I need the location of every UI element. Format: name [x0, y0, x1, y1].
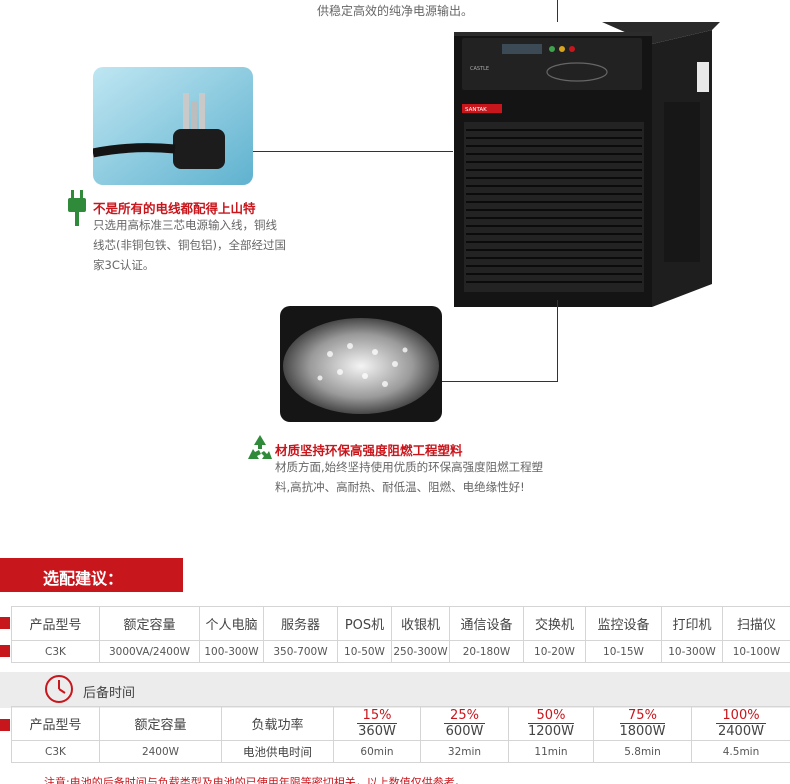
recommendation-table: 产品型号 额定容量 个人电脑 服务器 POS机 收银机 通信设备 交换机 监控设… — [11, 606, 790, 663]
ups-product-image: CASTLE SANTAK — [454, 22, 720, 307]
table-cell: 电池供电时间 — [221, 740, 334, 763]
header-cell: 服务器 — [263, 606, 338, 641]
load-percent: 15% — [356, 708, 398, 724]
table-row: C3K 3000VA/2400W 100-300W 350-700W 10-50… — [11, 640, 790, 663]
feature-text-line: 只选用高标准三芯电源输入线，铜线 — [93, 218, 277, 232]
load-watt: 360W — [358, 724, 396, 739]
plug-icon — [68, 190, 86, 226]
table-cell: 2400W — [99, 740, 222, 763]
table-header-row: 产品型号 额定容量 负载功率 15%360W 25%600W 50%1200W … — [11, 706, 790, 741]
load-cell: 50%1200W — [508, 706, 594, 741]
table-cell: 4.5min — [691, 740, 790, 763]
row-marker — [0, 617, 10, 629]
clock-icon — [45, 675, 73, 703]
recycle-icon — [248, 435, 272, 459]
table-cell: 3000VA/2400W — [99, 640, 200, 663]
table-row: C3K 2400W 电池供电时间 60min 32min 11min 5.8mi… — [11, 740, 790, 763]
load-percent: 50% — [528, 708, 574, 724]
table-cell: 250-300W — [391, 640, 450, 663]
feature-text-line: 料,高抗冲、高耐热、耐低温、阻燃、电绝缘性好! — [275, 480, 525, 494]
header-cell: POS机 — [337, 606, 392, 641]
header-cell: 额定容量 — [99, 706, 222, 741]
ups-brand-label: SANTAK — [465, 107, 487, 113]
feature-text-line: 材质方面,始终坚持使用优质的环保高强度阻燃工程塑 — [275, 460, 544, 474]
table-cell: C3K — [11, 640, 100, 663]
table-header-row: 产品型号 额定容量 个人电脑 服务器 POS机 收银机 通信设备 交换机 监控设… — [11, 606, 790, 641]
table-cell: 10-15W — [585, 640, 662, 663]
table-cell: 10-300W — [661, 640, 723, 663]
load-percent: 25% — [444, 708, 485, 724]
load-percent: 75% — [619, 708, 666, 724]
table-cell: 100-300W — [199, 640, 264, 663]
header-cell: 打印机 — [661, 606, 723, 641]
header-cell: 收银机 — [391, 606, 450, 641]
section-title: 选配建议： — [43, 569, 124, 588]
header-cell: 负载功率 — [221, 706, 334, 741]
header-cell: 产品型号 — [11, 606, 100, 641]
load-cell: 15%360W — [333, 706, 421, 741]
header-cell: 扫描仪 — [722, 606, 790, 641]
table-cell: 20-180W — [449, 640, 524, 663]
table-cell: 60min — [333, 740, 421, 763]
header-cell: 交换机 — [523, 606, 586, 641]
feature-title-cable: 不是所有的电线都配得上山特 — [93, 201, 256, 216]
backup-time-bar — [0, 672, 790, 708]
ups-series-label: CASTLE — [470, 66, 489, 72]
load-cell: 75%1800W — [593, 706, 692, 741]
load-watt: 1800W — [619, 724, 666, 739]
intro-text: 供稳定高效的纯净电源输出。 — [316, 4, 473, 18]
load-watt: 600W — [445, 724, 484, 739]
header-cell: 个人电脑 — [199, 606, 264, 641]
table-cell: 350-700W — [263, 640, 338, 663]
header-cell: 额定容量 — [99, 606, 200, 641]
callout-line — [557, 0, 558, 22]
callout-line — [253, 151, 453, 152]
load-cell: 25%600W — [420, 706, 509, 741]
row-marker — [0, 719, 10, 731]
table-cell: 5.8min — [593, 740, 692, 763]
backup-time-table: 产品型号 额定容量 负载功率 15%360W 25%600W 50%1200W … — [11, 706, 790, 763]
table-cell: C3K — [11, 740, 100, 763]
disclaimer-note: 注意:电池的后备时间与负载类型及电池的已使用年限等密切相关，以上数值仅供参考。 — [44, 776, 466, 784]
feature-text-line: 家3C认证。 — [93, 258, 155, 272]
header-cell: 通信设备 — [449, 606, 524, 641]
feature-text-line: 线芯(非铜包铁、铜包铝)，全部经过国 — [93, 238, 286, 252]
load-watt: 2400W — [718, 724, 764, 739]
header-cell: 产品型号 — [11, 706, 100, 741]
power-plug-photo — [93, 67, 253, 185]
load-percent: 100% — [716, 708, 766, 724]
table-cell: 11min — [508, 740, 594, 763]
row-marker — [0, 645, 10, 657]
table-cell: 10-50W — [337, 640, 392, 663]
callout-line — [442, 381, 558, 382]
feature-text-plastic: 材质方面,始终坚持使用优质的环保高强度阻燃工程塑 料,高抗冲、高耐热、耐低温、阻… — [275, 457, 585, 497]
plastic-pellets-photo — [280, 306, 442, 422]
table-cell: 10-20W — [523, 640, 586, 663]
feature-text-cable: 只选用高标准三芯电源输入线，铜线 线芯(非铜包铁、铜包铝)，全部经过国 家3C认… — [93, 215, 308, 275]
backup-time-label: 后备时间 — [83, 686, 136, 701]
table-cell: 10-100W — [722, 640, 790, 663]
table-cell: 32min — [420, 740, 509, 763]
load-cell: 100%2400W — [691, 706, 790, 741]
callout-line — [557, 300, 558, 382]
load-watt: 1200W — [528, 724, 574, 739]
section-header-bar — [0, 558, 183, 592]
header-cell: 监控设备 — [585, 606, 662, 641]
feature-title-plastic: 材质坚持环保高强度阻燃工程塑料 — [275, 443, 463, 458]
